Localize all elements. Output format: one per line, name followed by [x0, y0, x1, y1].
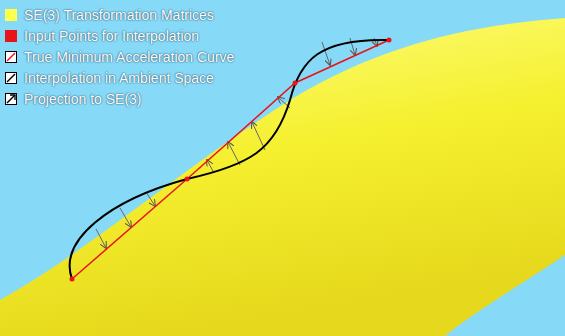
- legend-text: SE(3) Transformation Matrices: [24, 7, 214, 23]
- legend-text: True Minimum Acceleration Curve: [24, 49, 234, 65]
- legend-row: SE(3) Transformation Matrices: [5, 4, 234, 25]
- legend-row: Input Points for Interpolation: [5, 25, 234, 46]
- legend: SE(3) Transformation MatricesInput Point…: [5, 4, 234, 109]
- legend-row: Interpolation in Ambient Space: [5, 67, 234, 88]
- legend-icon: [5, 72, 17, 84]
- se3-surface: [0, 18, 565, 336]
- legend-swatch: [5, 30, 17, 42]
- legend-swatch: [5, 9, 17, 21]
- legend-icon: [5, 93, 17, 105]
- legend-text: Input Points for Interpolation: [24, 28, 199, 44]
- legend-text: Interpolation in Ambient Space: [24, 70, 214, 86]
- legend-icon: [5, 51, 17, 63]
- legend-row: Projection to SE(3): [5, 88, 234, 109]
- legend-text: Projection to SE(3): [24, 91, 142, 107]
- legend-row: True Minimum Acceleration Curve: [5, 46, 234, 67]
